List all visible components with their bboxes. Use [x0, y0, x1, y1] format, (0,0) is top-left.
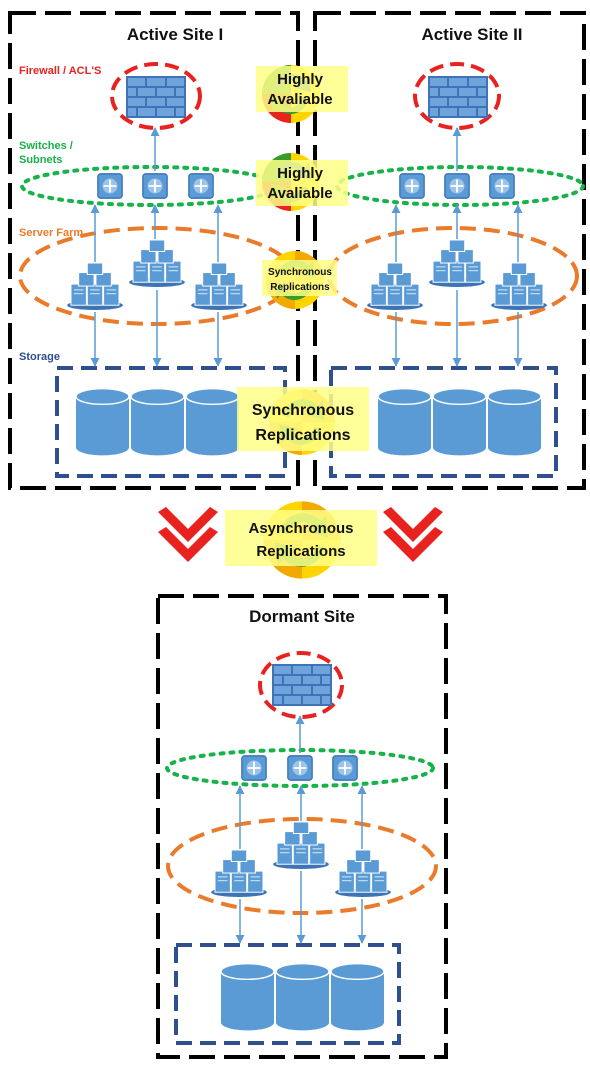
banner-text-line1: Highly — [277, 165, 323, 182]
banner-text-line2: Replications — [255, 427, 350, 444]
server-rack-icon — [210, 850, 268, 898]
chevron-down-icon — [383, 507, 443, 542]
banner-text-line1: Highly — [277, 71, 323, 88]
dormant-site-border — [156, 594, 448, 1059]
legend-serverfarm-label: Server Farm — [19, 227, 83, 239]
banner-background — [256, 160, 348, 206]
firewall-icon — [428, 76, 488, 118]
storage-disk-icon — [130, 387, 185, 457]
router-icon — [96, 172, 124, 200]
banner-text-line1: Synchronous — [268, 267, 332, 278]
dormant-site-title: Dormant Site — [249, 607, 355, 626]
router-icon — [240, 754, 268, 782]
banner-text-line1: Synchronous — [252, 402, 354, 419]
chevron-down-icon — [383, 527, 443, 562]
legend-firewall-label: Firewall / ACL'S — [19, 65, 101, 77]
router-icon — [286, 754, 314, 782]
chevron-down-icon — [158, 527, 218, 562]
firewall-ring-1 — [110, 62, 202, 130]
legend-storage-label: Storage — [19, 351, 60, 363]
chevron-down-icon — [158, 507, 218, 542]
banner-text-line2: Replications — [270, 282, 330, 293]
active-site-2-title: Active Site II — [421, 25, 522, 44]
server-rack-icon — [490, 263, 548, 311]
firewall-icon — [272, 664, 332, 706]
server-farm-ring-2 — [327, 226, 579, 326]
legend-switches-label-line2: Subnets — [19, 154, 62, 166]
server-rack-icon — [128, 240, 186, 288]
firewall-ring-2 — [413, 62, 501, 130]
chevrons-right — [383, 507, 443, 562]
server-rack-icon — [190, 263, 248, 311]
server-rack-icon — [334, 850, 392, 898]
storage-disk-icon — [75, 387, 130, 457]
banner-text-line2: Replications — [256, 543, 345, 560]
banner-background — [256, 66, 348, 112]
storage-disk-icon — [275, 962, 330, 1032]
router-icon — [488, 172, 516, 200]
server-rack-icon — [66, 263, 124, 311]
firewall-ring-3 — [258, 651, 344, 719]
firewall-icon — [126, 76, 186, 118]
banner-text-line2: Avaliable — [267, 185, 332, 202]
active-site-1-border — [8, 11, 300, 490]
router-icon — [141, 172, 169, 200]
server-rack-icon — [272, 822, 330, 870]
router-icon — [443, 172, 471, 200]
storage-box-3 — [174, 943, 401, 1045]
legend-switches-label-line1: Switches / — [19, 140, 73, 152]
server-rack-icon — [366, 263, 424, 311]
ha-banner-switches: Highly Avaliable — [256, 153, 348, 211]
banner-text-line1: Asynchronous — [248, 520, 353, 537]
server-farm-ring-3 — [166, 817, 438, 915]
router-icon — [398, 172, 426, 200]
sync-banner-storage: Synchronous Replications — [237, 387, 369, 455]
banner-background — [225, 510, 377, 566]
server-rack-icon — [428, 240, 486, 288]
banner-background — [262, 260, 337, 296]
storage-disk-icon — [432, 387, 487, 457]
storage-disk-icon — [185, 387, 240, 457]
active-site-2-border — [313, 11, 586, 490]
ha-banner-firewall: Highly Avaliable — [256, 65, 348, 123]
storage-disk-icon — [377, 387, 432, 457]
sync-banner-servers: Synchronous Replications — [262, 251, 337, 309]
storage-disk-icon — [330, 962, 385, 1032]
chevrons-left — [158, 507, 218, 562]
storage-disk-icon — [220, 962, 275, 1032]
active-site-1-title: Active Site I — [127, 25, 223, 44]
storage-disk-icon — [487, 387, 542, 457]
async-banner: Asynchronous Replications — [225, 501, 377, 579]
router-icon — [331, 754, 359, 782]
banner-background — [237, 387, 369, 451]
router-icon — [187, 172, 215, 200]
banner-text-line2: Avaliable — [267, 91, 332, 108]
